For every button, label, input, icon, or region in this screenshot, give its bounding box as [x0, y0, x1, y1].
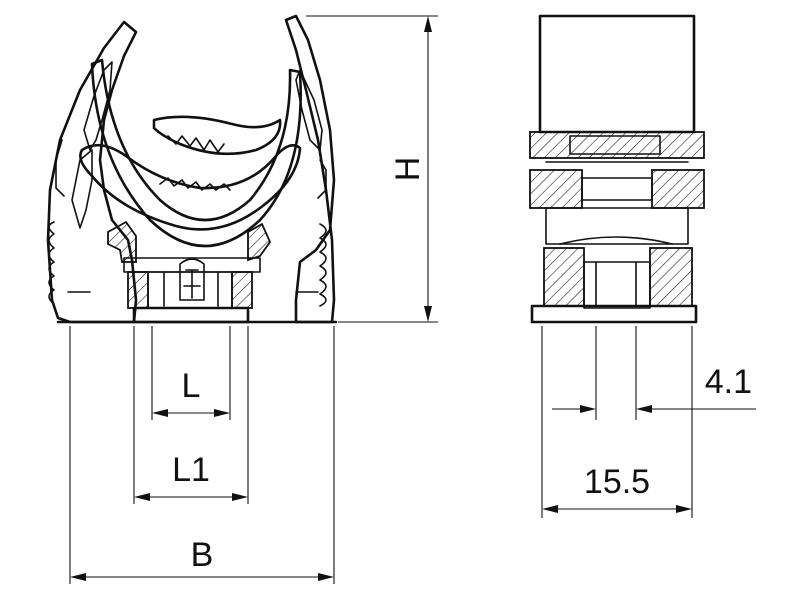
side-lower-socket — [583, 261, 651, 309]
left-serration — [48, 221, 55, 305]
b-arrow-left — [70, 573, 86, 581]
slot-label: L — [182, 367, 201, 405]
upper-barb-teeth — [167, 135, 225, 153]
b-arrow-right — [318, 573, 334, 581]
base-plate — [132, 306, 250, 324]
side-width-label: 15.5 — [584, 463, 650, 501]
right-claw-inner — [295, 69, 323, 151]
side-gap-label: 4.1 — [705, 363, 752, 401]
gap-arrow-left — [580, 405, 596, 413]
base-post-right — [231, 271, 253, 309]
side-lower-right — [649, 247, 693, 307]
width-label: B — [191, 536, 214, 574]
side-width-arrow-right — [676, 505, 692, 513]
l-arrow-left — [152, 409, 168, 417]
right-serration — [319, 223, 327, 307]
side-upper-window — [569, 135, 661, 155]
l-arrow-right — [214, 409, 230, 417]
left-small-tab — [55, 139, 65, 197]
base-post-left — [127, 271, 149, 309]
front-view — [46, 14, 338, 324]
side-width-arrow-left — [542, 505, 558, 513]
locking-pin — [179, 258, 205, 301]
right-base-wall — [247, 222, 272, 262]
h-arrow-top — [424, 16, 432, 32]
l1-arrow-left — [134, 493, 150, 501]
slot-outer-label: L1 — [172, 451, 210, 489]
side-right-lug — [651, 169, 705, 209]
h-arrow-bottom — [424, 306, 432, 322]
u-cradle — [90, 58, 302, 248]
side-lower-left — [543, 247, 585, 307]
side-left-lug — [529, 169, 583, 209]
l1-arrow-right — [232, 493, 248, 501]
gripper-tongue — [79, 143, 302, 231]
upper-barb — [152, 115, 282, 156]
base-socket — [147, 271, 233, 309]
gripper-teeth-lower — [159, 177, 231, 191]
dimensions: H L L1 B 4.1 — [69, 15, 756, 584]
right-small-tab — [317, 159, 327, 199]
side-center-slot — [581, 177, 653, 201]
side-top-block — [538, 14, 696, 134]
side-base-plate — [530, 304, 698, 324]
left-base-wall — [107, 220, 137, 263]
side-view — [529, 14, 705, 324]
gap-arrow-right — [636, 405, 652, 413]
height-label: H — [389, 157, 427, 182]
side-curve — [559, 236, 673, 245]
side-mid-body — [545, 207, 689, 245]
